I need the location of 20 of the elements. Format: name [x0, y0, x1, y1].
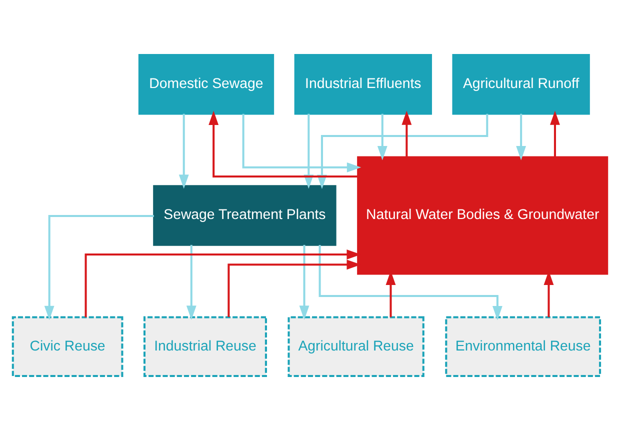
arrow — [402, 110, 412, 157]
arrow — [318, 244, 502, 320]
node-box: Sewage Treatment Plants — [153, 184, 336, 246]
arrow — [550, 110, 560, 157]
node-box: Industrial Reuse — [143, 316, 267, 376]
arrow — [44, 214, 154, 320]
arrow — [186, 244, 196, 320]
node-box: Industrial Effluents — [294, 54, 432, 114]
node-box: Civic Reuse — [12, 316, 124, 376]
node-box: Agricultural Runoff — [452, 54, 590, 114]
arrow — [377, 113, 388, 160]
arrow — [242, 113, 362, 172]
arrow — [299, 244, 310, 320]
node-box: Domestic Sewage — [138, 54, 274, 114]
node-box: Natural Water Bodies & Groundwater — [357, 156, 608, 274]
arrow — [516, 113, 526, 160]
node-box: Environmental Reuse — [445, 316, 602, 376]
arrow — [178, 113, 189, 188]
node-box: Agricultural Reuse — [288, 316, 424, 376]
arrow — [208, 110, 358, 178]
